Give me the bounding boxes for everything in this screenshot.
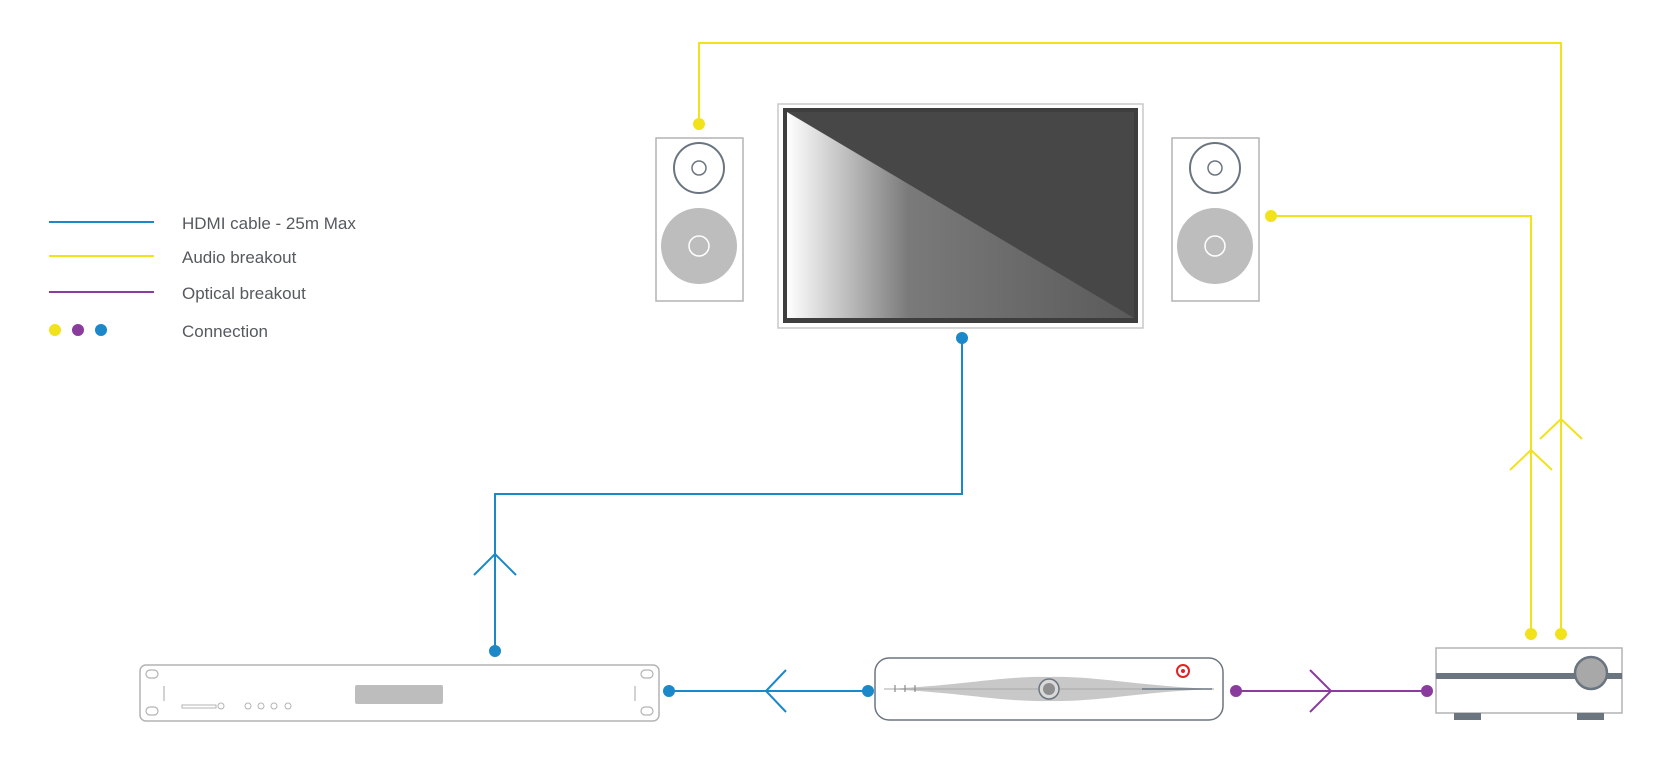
connection-dot-left-speaker — [693, 118, 705, 130]
connection-dot-rack-hdmi-right — [663, 685, 675, 697]
connection-dot-receiver-audio-1 — [1525, 628, 1537, 640]
connection-dot-right-speaker — [1265, 210, 1277, 222]
right-speaker-icon — [1171, 137, 1260, 302]
rack-unit-icon — [139, 664, 660, 722]
legend-label-hdmi: HDMI cable - 25m Max — [182, 214, 356, 233]
audio-arrow-right-speaker — [1509, 448, 1553, 471]
connection-dot-receiver-optical — [1421, 685, 1433, 697]
connection-dot-tv-hdmi — [956, 332, 968, 344]
hdmi-arrow-tv — [473, 552, 517, 576]
connection-dot-receiver-audio-2 — [1555, 628, 1567, 640]
legend-label-optical: Optical breakout — [182, 284, 306, 303]
connection-dot-rack-hdmi-top — [489, 645, 501, 657]
connection-points — [489, 118, 1567, 697]
cables — [473, 42, 1583, 713]
legend: HDMI cable - 25m Max Audio breakout Opti… — [49, 214, 356, 341]
legend-item-hdmi: HDMI cable - 25m Max — [49, 214, 356, 233]
legend-label-audio: Audio breakout — [182, 248, 297, 267]
legend-dot-purple — [72, 324, 84, 336]
legend-dot-blue — [95, 324, 107, 336]
legend-item-audio: Audio breakout — [49, 248, 297, 267]
optical-arrow — [1309, 669, 1333, 713]
av-receiver-icon — [1435, 647, 1623, 720]
tv-icon — [777, 103, 1144, 329]
audio-cable-left-speaker — [698, 42, 1562, 634]
left-speaker-icon — [655, 137, 744, 302]
connection-dot-player-optical — [1230, 685, 1242, 697]
hdmi-arrow-player — [764, 669, 787, 713]
audio-cable-right-speaker — [1271, 215, 1532, 634]
legend-dot-yellow — [49, 324, 61, 336]
media-player-icon — [874, 657, 1224, 721]
legend-label-connection: Connection — [182, 322, 268, 341]
connection-dot-player-hdmi — [862, 685, 874, 697]
legend-item-connection: Connection — [49, 322, 268, 341]
hdmi-cable-tv — [494, 338, 963, 651]
audio-arrow-left-speaker — [1539, 417, 1583, 440]
legend-item-optical: Optical breakout — [49, 284, 306, 303]
